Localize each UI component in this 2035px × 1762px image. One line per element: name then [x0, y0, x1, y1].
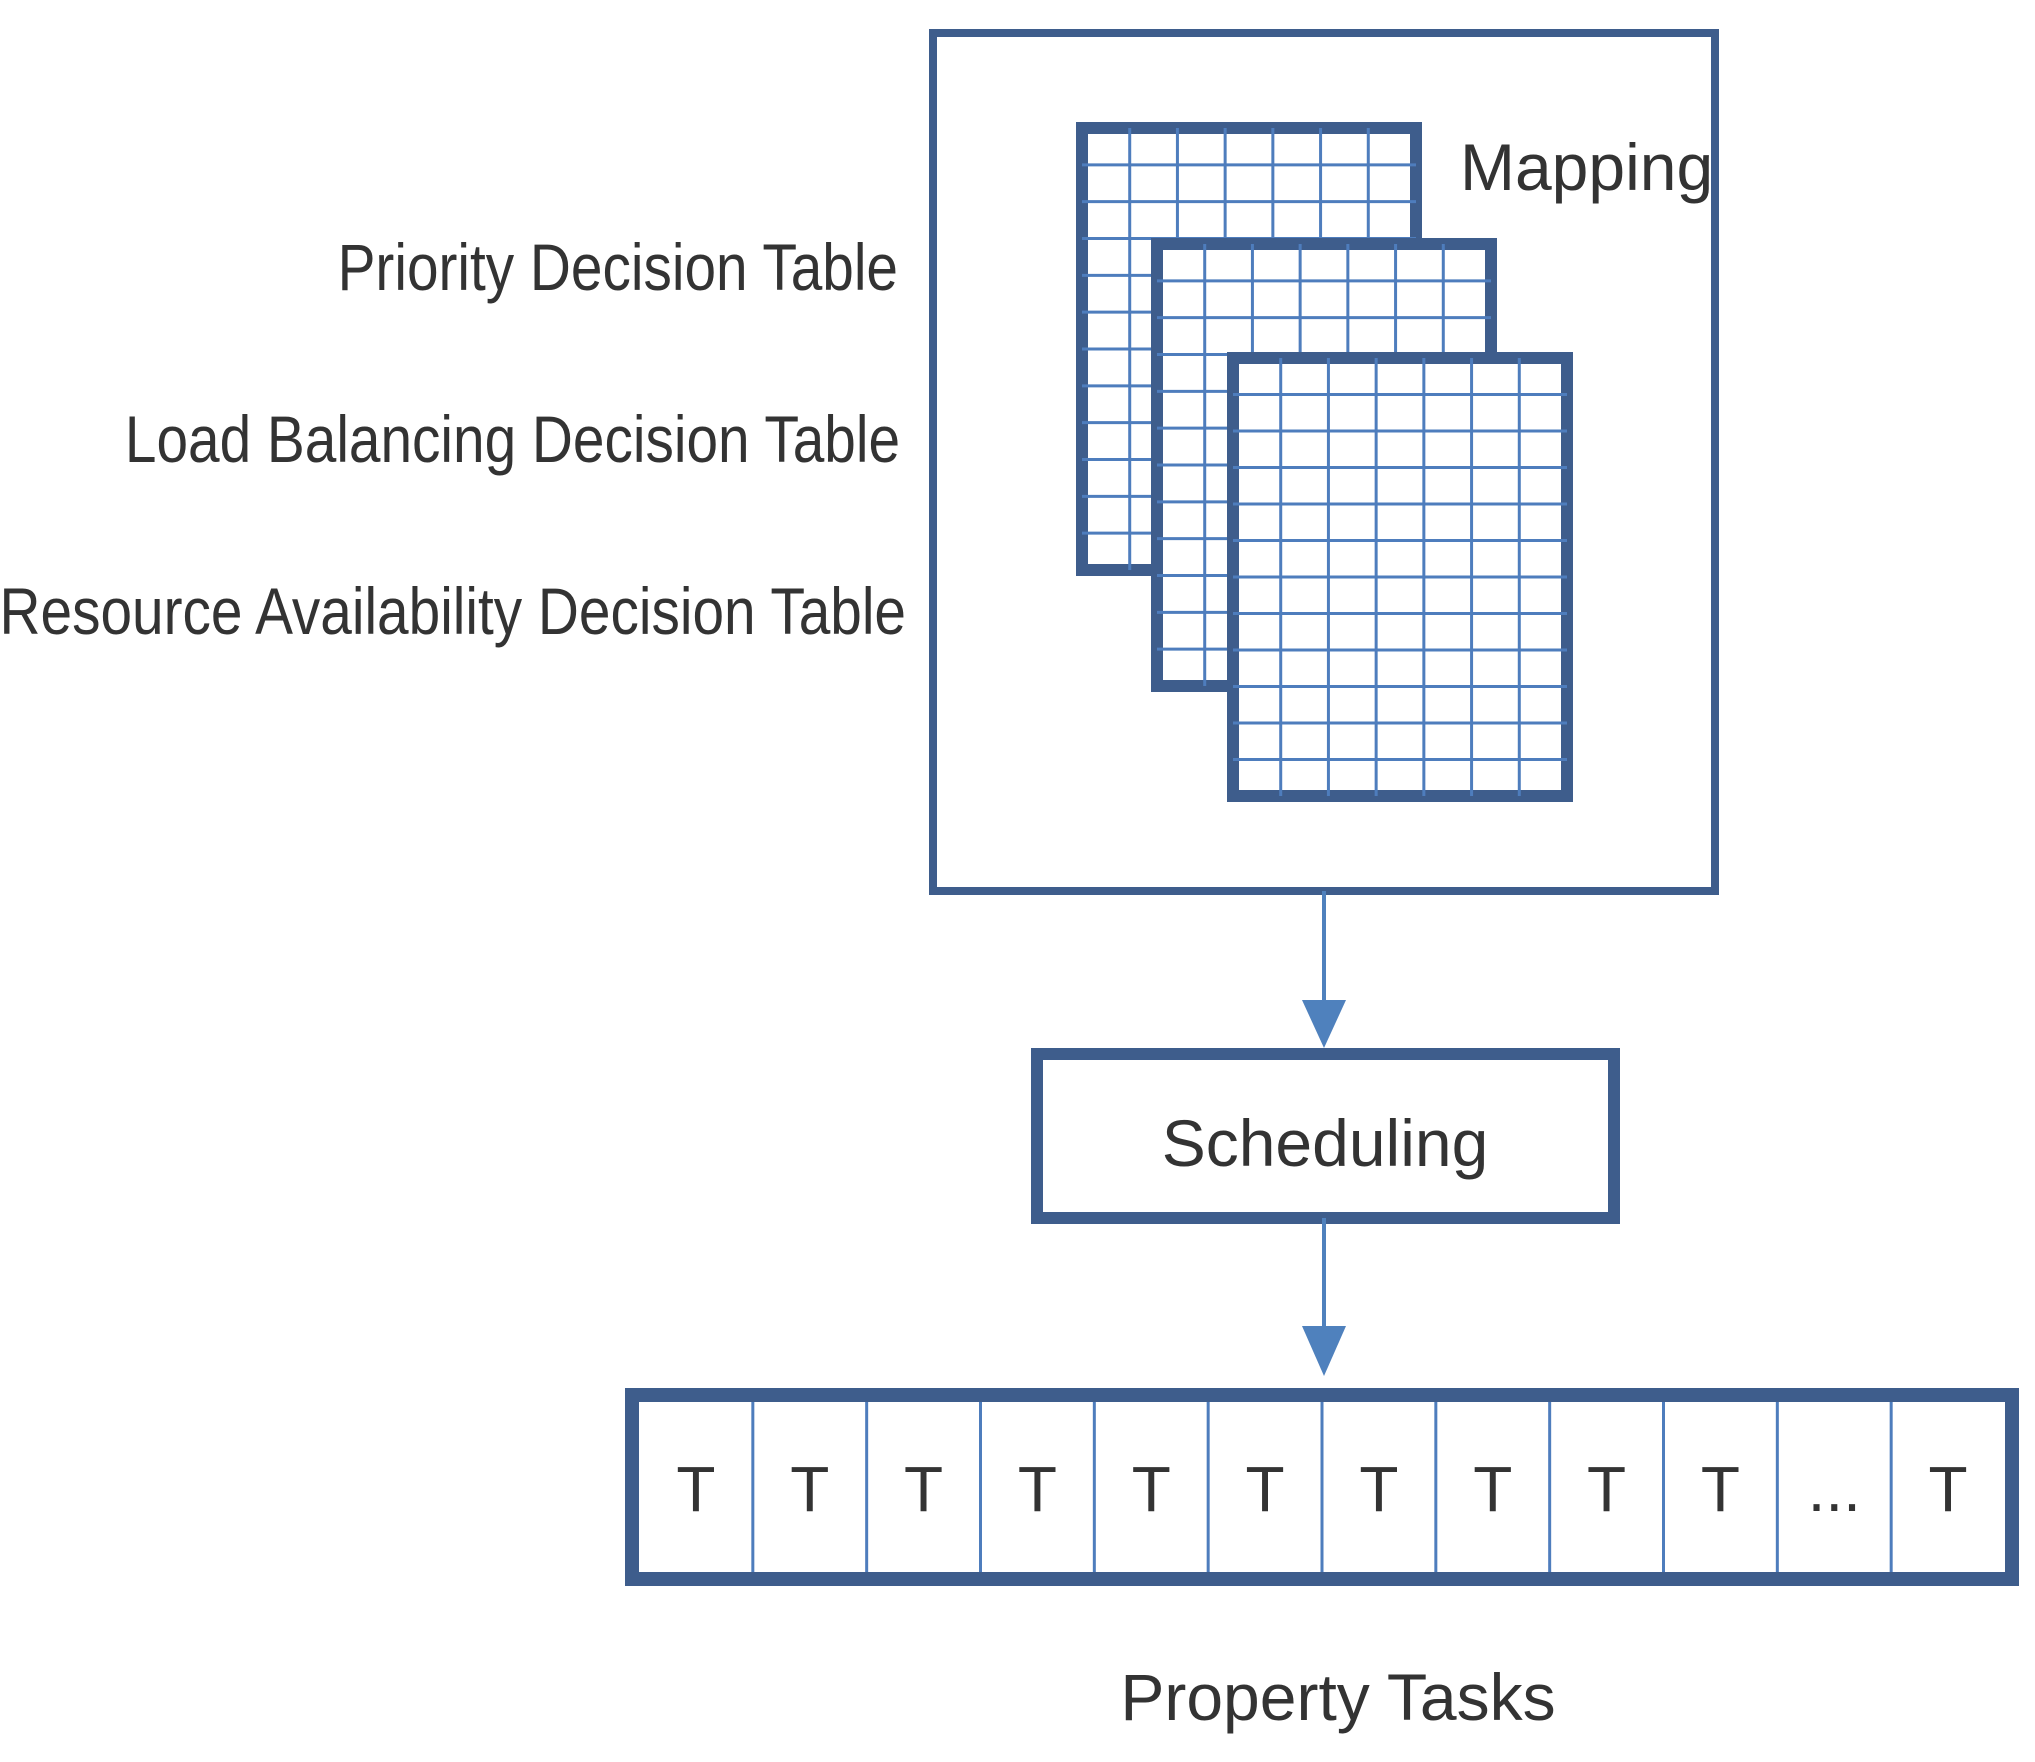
mapping-label: Mapping	[1460, 130, 1713, 204]
task-cell-1: T	[790, 1453, 829, 1525]
decision-table-grid-front	[1227, 352, 1573, 802]
task-cell-9: T	[1701, 1453, 1740, 1525]
task-cell-0: T	[676, 1453, 715, 1525]
task-cell-7: T	[1473, 1453, 1512, 1525]
task-cell-6: T	[1359, 1453, 1398, 1525]
task-cell-10: ...	[1808, 1453, 1861, 1525]
priority-decision-table-label: Priority Decision Table	[338, 231, 898, 305]
scheduling-label: Scheduling	[1162, 1106, 1489, 1180]
arrow-mapping-to-scheduling	[1302, 891, 1346, 1048]
task-cell-3: T	[1018, 1453, 1057, 1525]
arrow-scheduling-to-tasks	[1302, 1218, 1346, 1376]
property-tasks-label: Property Tasks	[1120, 1660, 1555, 1734]
task-cell-5: T	[1246, 1453, 1285, 1525]
task-queue-cells: T T T T T T T T T T... T	[676, 1402, 1968, 1572]
load-balancing-decision-table-label: Load Balancing Decision Table	[125, 403, 900, 477]
scheduling-box	[1031, 1048, 1620, 1224]
task-cell-2: T	[904, 1453, 943, 1525]
task-cell-4: T	[1132, 1453, 1171, 1525]
task-cell-8: T	[1587, 1453, 1626, 1525]
resource-availability-decision-table-label: Resource Availability Decision Table	[0, 575, 906, 649]
task-cell-11: T	[1929, 1453, 1968, 1525]
